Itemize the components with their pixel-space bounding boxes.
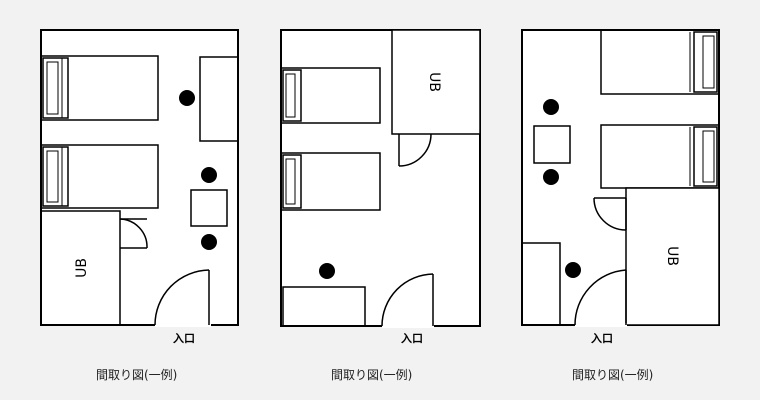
bed bbox=[40, 144, 159, 209]
bath-door bbox=[119, 218, 148, 249]
unit-bath: UB bbox=[40, 210, 121, 326]
plan-caption: 間取り図(一例) bbox=[572, 368, 654, 382]
unit-bath: UB bbox=[625, 187, 720, 326]
entrance-label: 入口 bbox=[401, 332, 423, 345]
floor-plan-1: UB 入口 bbox=[40, 29, 239, 345]
wardrobe bbox=[199, 56, 239, 142]
bed bbox=[280, 152, 381, 211]
chair-dot bbox=[179, 90, 195, 106]
entrance-door bbox=[381, 273, 434, 328]
bath-door bbox=[593, 197, 627, 231]
chair-dot bbox=[565, 262, 581, 278]
floor-plan-2: UB 入口 bbox=[280, 29, 481, 345]
chair-dot bbox=[201, 167, 217, 183]
bed bbox=[280, 67, 381, 124]
desk bbox=[190, 189, 228, 227]
wardrobe bbox=[521, 242, 561, 326]
entrance-label: 入口 bbox=[173, 332, 195, 345]
bath-door bbox=[398, 133, 432, 167]
chair-dot bbox=[543, 99, 559, 115]
desk bbox=[282, 286, 366, 327]
unit-bath: UB bbox=[391, 29, 481, 135]
ub-label: UB bbox=[426, 72, 442, 92]
chair-dot bbox=[543, 169, 559, 185]
desk bbox=[533, 125, 571, 164]
chair-dot bbox=[319, 263, 335, 279]
bed bbox=[600, 29, 720, 95]
entrance-door bbox=[154, 269, 211, 327]
plan-caption: 間取り図(一例) bbox=[331, 368, 413, 382]
ub-label: UB bbox=[74, 258, 90, 278]
entrance-label: 入口 bbox=[591, 332, 613, 345]
plan-caption: 間取り図(一例) bbox=[96, 368, 178, 382]
floor-plan-3: UB 入口 bbox=[521, 29, 720, 345]
chair-dot bbox=[201, 234, 217, 250]
bed bbox=[40, 55, 159, 121]
ub-label: UB bbox=[664, 246, 680, 266]
entrance-door bbox=[574, 269, 627, 327]
